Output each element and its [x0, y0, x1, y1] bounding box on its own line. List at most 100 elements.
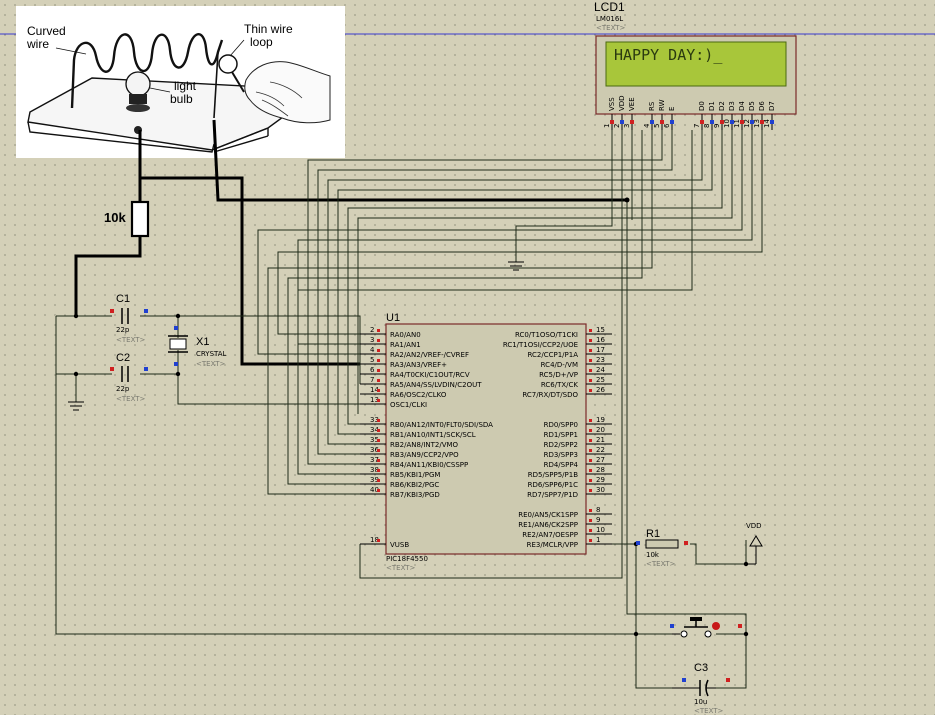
u1-right-pin-number: 9 [596, 516, 600, 524]
u1-right-pin-name: RC7/RX/DT/SDO [522, 391, 578, 399]
crystal-x1[interactable]: X1 CRYSTAL <TEXT> [168, 326, 227, 368]
light-bulb-icon [125, 71, 151, 97]
u1-right-pins: 15RC0/T1OSO/T1CKI16RC1/T1OSI/CCP2/UOE17R… [503, 326, 612, 549]
lcd-pin-name: VEE [628, 97, 636, 111]
lcd-pin-marker [740, 120, 744, 124]
resistor-r1[interactable]: R1 10k <TEXT> [636, 528, 688, 568]
u1-right-pin-name: RD0/SPP0 [544, 421, 578, 429]
u1-right-pin-number: 16 [596, 336, 605, 344]
vdd-terminal[interactable]: VDD [746, 522, 763, 565]
u1-pin-marker [589, 379, 592, 382]
u1-left-pin-name: RA1/AN1 [390, 341, 421, 349]
lcd-pin-number: 5 [653, 124, 661, 128]
u1-pin-marker [589, 509, 592, 512]
u1-right-pin-name: RD4/SPP4 [544, 461, 579, 469]
reset-button-indicator[interactable] [712, 622, 720, 630]
capacitor-c3[interactable]: C3 10u <TEXT> [672, 662, 730, 715]
u1-left-pin-number: 3 [370, 336, 374, 344]
c2-value: 22p [116, 385, 130, 393]
u1-left-pin-number: 5 [370, 356, 374, 364]
u1-left-pin-name: RB6/KBI2/PGC [390, 481, 439, 489]
u1-pin-marker [589, 439, 592, 442]
u1-right-pin-name: RC0/T1OSO/T1CKI [515, 331, 578, 339]
capacitor-c2[interactable]: C2 22p <TEXT> [110, 352, 148, 403]
u1-left-pin-number: 36 [370, 446, 379, 454]
lcd-pin-number: 4 [643, 123, 651, 128]
u1-right-pin-name: RD7/SPP7/P1D [527, 491, 578, 499]
u1-pin-marker [589, 489, 592, 492]
resistor-10k[interactable]: 10k [104, 200, 150, 238]
u1-left-pin-name: RB1/AN10/INT1/SCK/SCL [390, 431, 476, 439]
ground-symbol-osc [68, 401, 84, 411]
lcd-pin-name: VSS [608, 97, 616, 111]
lcd-pin-name: D2 [718, 101, 726, 111]
u1-pin-marker [589, 349, 592, 352]
u1-pin-marker [377, 439, 380, 442]
lcd-pin-number: 11 [733, 119, 741, 128]
c3-text-tag: <TEXT> [694, 707, 724, 715]
u1-right-pin-name: RC5/D+/VP [539, 371, 578, 379]
u1-right-pin-name: RE0/AN5/CK1SPP [518, 511, 578, 519]
r1-value: 10k [646, 551, 660, 559]
u1-pin-marker [377, 479, 380, 482]
u1-left-pin-name: RA6/OSC2/CLKO [390, 391, 447, 399]
u1-right-pin-number: 20 [596, 426, 605, 434]
lcd-pin-marker [630, 120, 634, 124]
u1-left-pin-number: 7 [370, 376, 374, 384]
lcd-module[interactable]: LCD1 LM016L <TEXT> HAPPY DAY:)_ VSS1VDD2… [594, 0, 797, 130]
u1-left-pin-name: RA5/AN4/SS/LVDIN/C2OUT [390, 381, 482, 389]
u1-right-pin-name: RD5/SPP5/P1B [528, 471, 578, 479]
lcd-pin-name: VDD [618, 95, 626, 111]
u1-left-pin-number: 4 [370, 346, 375, 354]
lcd-display-text: HAPPY DAY:)_ [614, 46, 723, 64]
lcd-pin-name: D5 [748, 101, 756, 111]
u1-left-pin-number: 14 [370, 386, 379, 394]
lcd-pin-number: 2 [613, 124, 621, 128]
u1-right-pin-number: 27 [596, 456, 605, 464]
lcd-pin-name: D0 [698, 101, 706, 111]
c1-text-tag: <TEXT> [116, 336, 146, 344]
u1-pin-marker [589, 329, 592, 332]
u1-right-pin-number: 25 [596, 376, 605, 384]
u1-pin-marker [377, 389, 380, 392]
ground-symbol-lcd [508, 261, 524, 271]
lcd-pin-marker [710, 120, 714, 124]
u1-pin-marker [377, 339, 380, 342]
u1-ref: U1 [386, 312, 400, 324]
u1-right-pin-name: RC1/T1OSI/CCP2/UOE [503, 341, 578, 349]
u1-right-pin-number: 21 [596, 436, 605, 444]
reset-button[interactable] [670, 617, 742, 638]
light-bulb-label: light bulb [170, 79, 199, 106]
u1-pin-marker [377, 329, 380, 332]
lcd-pin-number: 7 [693, 124, 701, 128]
lcd-pin-name: E [668, 107, 676, 111]
u1-pin-marker [589, 359, 592, 362]
capacitor-c1[interactable]: C1 22p <TEXT> [110, 293, 148, 344]
u1-right-pin-number: 19 [596, 416, 605, 424]
u1-pin-marker [589, 419, 592, 422]
lcd-pin-number: 9 [713, 124, 721, 128]
lcd-pin-name: D6 [758, 101, 766, 111]
lcd-pin-name: D4 [738, 101, 746, 111]
u1-right-pin-name: RC6/TX/CK [541, 381, 579, 389]
game-photo: Curved wire Thin wire loop light bulb [16, 6, 345, 158]
u1-pin-marker [589, 529, 592, 532]
u1-pin-marker [589, 539, 592, 542]
c3-value: 10u [694, 698, 707, 706]
u1-left-pin-name: RA4/T0CKI/C1OUT/RCV [390, 371, 470, 379]
u1-left-pin-number: 34 [370, 426, 379, 434]
u1-left-pin-name: RB5/KBI1/PGM [390, 471, 440, 479]
c2-ref: C2 [116, 352, 130, 364]
u1-pin-marker [589, 389, 592, 392]
x1-value: CRYSTAL [196, 350, 227, 358]
lcd-pin-marker [650, 120, 654, 124]
u1-left-pins: 2RA0/AN03RA1/AN14RA2/AN2/VREF-/CVREF5RA3… [360, 326, 493, 549]
u1-right-pin-number: 28 [596, 466, 605, 474]
lcd-pin-marker [670, 120, 674, 124]
game-wires [74, 119, 627, 366]
u1-left-pin-number: 39 [370, 476, 379, 484]
u1-right-pin-number: 8 [596, 506, 600, 514]
mcu-u1[interactable]: U1 PIC18F4550 <TEXT> 2RA0/AN03RA1/AN14RA… [360, 312, 612, 572]
u1-pin-marker [377, 489, 380, 492]
